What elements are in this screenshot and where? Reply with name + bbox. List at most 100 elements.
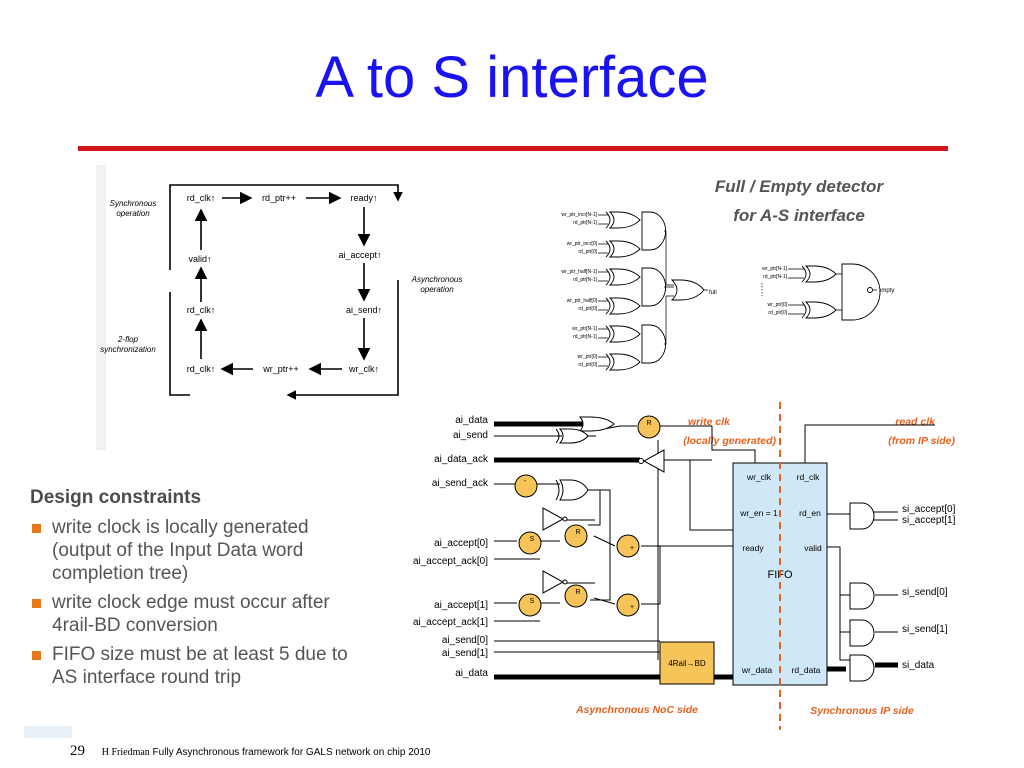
c-element (514, 474, 538, 498)
svg-text:wr_ptr_incr[N-1]: wr_ptr_incr[N-1] (561, 212, 597, 218)
footer-author: H Friedman (101, 747, 150, 758)
svg-text:wr_ptr_half[N-1]: wr_ptr_half[N-1] (561, 269, 597, 275)
svg-text:R: R (646, 420, 651, 427)
svg-text:+: + (630, 545, 634, 552)
svg-text:ai_accept[0]: ai_accept[0] (434, 538, 488, 549)
svg-text:rd_ptr[N-1]: rd_ptr[N-1] (763, 274, 788, 280)
svg-text:ready: ready (742, 543, 764, 553)
label-flop-1: 2-flop (117, 335, 139, 344)
node-ai-accept: ai_accept↑ (338, 250, 381, 260)
page-number: 29 (70, 743, 85, 759)
svg-text:ai_send_ack: ai_send_ack (432, 478, 489, 489)
svg-text:-: - (524, 478, 527, 485)
svg-text:rd_ptr[N-1]: rd_ptr[N-1] (573, 277, 598, 283)
svg-text:ai_accept_ack[1]: ai_accept_ack[1] (413, 617, 488, 628)
svg-text:rd_ptr[0]: rd_ptr[0] (578, 249, 597, 255)
svg-text:rd_ptr[0]: rd_ptr[0] (768, 310, 787, 316)
svg-text:si_data: si_data (902, 660, 935, 671)
decorative-strip (96, 165, 106, 450)
c-element (564, 584, 588, 608)
label-flop-2: synchronization (100, 345, 156, 354)
svg-text:S: S (530, 598, 535, 605)
full-empty-detector: Full / Empty detector for A-S interface … (561, 177, 894, 371)
slide-title: A to S interface (315, 45, 709, 110)
footer-caption: Fully Asynchronous framework for GALS ne… (152, 747, 431, 758)
svg-text:R: R (575, 589, 580, 596)
bullet-icon (32, 651, 41, 660)
design-constraints-list: write clock is locally generated (output… (30, 516, 360, 695)
svg-text:valid: valid (804, 543, 822, 553)
label-async-op-2: operation (420, 285, 454, 294)
svg-text:si_accept[0]: si_accept[0] (902, 504, 956, 515)
detector-title-1: Full / Empty detector (715, 177, 885, 196)
svg-text:wr_ptr_half[0]: wr_ptr_half[0] (567, 298, 598, 304)
svg-text:wr_clk: wr_clk (746, 472, 772, 482)
node-wr-ptr-inc: wr_ptr++ (262, 364, 299, 374)
svg-text:wr_ptr[N-1]: wr_ptr[N-1] (762, 266, 787, 272)
write-clk-label: write clk (688, 416, 731, 428)
c-element (637, 415, 661, 439)
svg-text:si_send[1]: si_send[1] (902, 624, 948, 635)
converter-block (659, 641, 715, 685)
bullet-icon (32, 524, 41, 533)
svg-text:si_accept[1]: si_accept[1] (902, 515, 956, 526)
svg-text:rd_data: rd_data (792, 665, 821, 675)
node-rd-clk-top: rd_clk↑ (187, 193, 216, 203)
svg-text:wr_ptr[0]: wr_ptr[0] (768, 302, 788, 308)
read-clk-label: read clk (895, 416, 936, 428)
svg-text:ai_send: ai_send (453, 430, 488, 441)
svg-text:si_send[0]: si_send[0] (902, 587, 948, 598)
label-sync-op-2: operation (116, 209, 150, 218)
detector-title-2: for A-S interface (733, 206, 865, 225)
node-ai-send: ai_send↑ (346, 305, 382, 315)
svg-text:+: + (630, 604, 634, 611)
c-element (564, 524, 588, 548)
node-valid: valid↑ (188, 254, 211, 264)
label-async-op-1: Asynchronous (411, 275, 463, 284)
svg-text:wr_ptr[0]: wr_ptr[0] (578, 354, 598, 360)
label-sync-op-1: Synchronous (110, 199, 157, 208)
svg-text:ai_accept[1]: ai_accept[1] (434, 600, 488, 611)
state-diagram: rd_clk↑ rd_ptr++ ready↑ valid↑ ai_accept… (100, 184, 463, 400)
svg-text:ai_send[1]: ai_send[1] (442, 648, 488, 659)
list-item: write clock edge must occur after 4rail-… (30, 591, 360, 637)
svg-text:ai_accept_ack[0]: ai_accept_ack[0] (413, 556, 488, 567)
sync-side-label: Synchronous IP side (810, 705, 914, 717)
node-rd-clk-mid: rd_clk↑ (187, 305, 216, 315)
svg-text:rd_ptr[0]: rd_ptr[0] (578, 362, 597, 368)
list-item: FIFO size must be at least 5 due to AS i… (30, 643, 360, 689)
a-to-s-circuit: wr_clk rd_clk wr_en = 1 rd_en ready vali… (413, 402, 956, 730)
write-clk-sub: (locally generated) (683, 435, 776, 447)
slide-footer: 29 H Friedman Fully Asynchronous framewo… (70, 743, 430, 760)
c-element (518, 531, 542, 555)
async-side-label: Asynchronous NoC side (575, 704, 698, 716)
full-output: full (709, 290, 717, 296)
converter-label: 4Rail→BD (668, 659, 706, 668)
empty-output: empty (878, 288, 894, 294)
node-ready: ready↑ (350, 193, 377, 203)
c-element (518, 593, 542, 617)
svg-text:rd_ptr[N-1]: rd_ptr[N-1] (573, 220, 598, 226)
svg-text:rd_ptr[N-1]: rd_ptr[N-1] (573, 334, 598, 340)
svg-text:ai_data: ai_data (455, 415, 488, 426)
svg-text:wr_data: wr_data (741, 665, 773, 675)
svg-text:rd_ptr[0]: rd_ptr[0] (578, 306, 597, 312)
svg-text:wr_en = 1: wr_en = 1 (739, 508, 778, 518)
list-item: write clock is locally generated (output… (30, 516, 360, 585)
bullet-icon (32, 599, 41, 608)
node-rd-ptr-inc: rd_ptr++ (262, 193, 296, 203)
svg-text:ai_data_ack: ai_data_ack (434, 454, 489, 465)
svg-text:R: R (575, 529, 580, 536)
design-constraints-heading: Design constraints (30, 487, 202, 508)
svg-text:ai_send[0]: ai_send[0] (442, 635, 488, 646)
node-wr-clk: wr_clk↑ (348, 364, 379, 374)
decorative-strip-bottom (24, 726, 72, 738)
c-element (616, 593, 640, 617)
svg-text:S: S (530, 536, 535, 543)
c-element (616, 534, 640, 558)
svg-text:rd_clk: rd_clk (797, 472, 820, 482)
title-divider (78, 146, 948, 151)
svg-text:wr_ptr[N-1]: wr_ptr[N-1] (572, 326, 597, 332)
svg-text:wr_ptr_incr[0]: wr_ptr_incr[0] (567, 241, 598, 247)
